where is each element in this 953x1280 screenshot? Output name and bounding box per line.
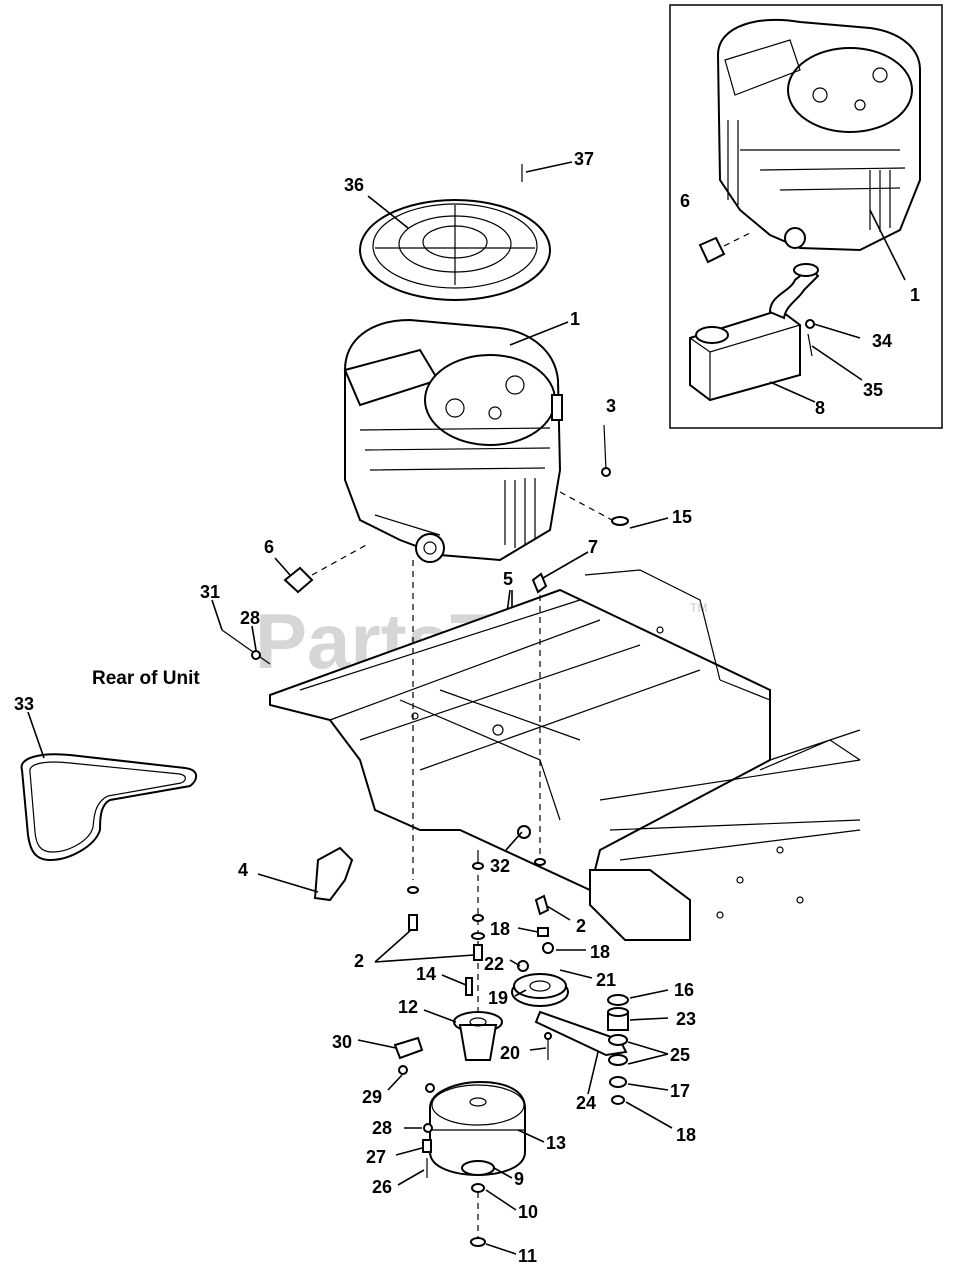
bolt-32 bbox=[505, 831, 523, 851]
callout-5: 5 bbox=[503, 569, 513, 589]
callout-15: 15 bbox=[672, 507, 692, 527]
rear-of-unit-label: Rear of Unit bbox=[92, 668, 200, 689]
inset-frame bbox=[669, 4, 943, 429]
idler-stack bbox=[607, 989, 673, 1129]
muffler-inset: 6 1 34 35 8 bbox=[669, 4, 943, 429]
bolt-3 bbox=[601, 424, 611, 477]
callout-6: 6 bbox=[264, 537, 274, 557]
callout-7: 7 bbox=[588, 537, 598, 557]
engine bbox=[343, 318, 569, 563]
callout-36: 36 bbox=[344, 175, 364, 195]
callout-18-top: 18 bbox=[490, 919, 510, 939]
callout-16: 16 bbox=[674, 980, 694, 1000]
callout-28: 28 bbox=[240, 608, 260, 628]
callout-21: 21 bbox=[596, 970, 616, 990]
inset-fitting bbox=[698, 231, 753, 264]
bracket-7 bbox=[531, 551, 589, 594]
inset-screw bbox=[805, 319, 815, 357]
callout-9: 9 bbox=[514, 1169, 524, 1189]
washer-15 bbox=[559, 491, 669, 529]
shaft-stack bbox=[441, 850, 485, 1015]
callout-20: 20 bbox=[500, 1043, 520, 1063]
bolts-2 bbox=[374, 886, 475, 963]
callout-18-bottom: 18 bbox=[676, 1125, 696, 1145]
spindle-12 bbox=[423, 1009, 503, 1061]
inset-callout-8: 8 bbox=[815, 398, 825, 418]
bolt-31-28 bbox=[211, 599, 271, 665]
bolts-right bbox=[509, 858, 586, 972]
callout-1: 1 bbox=[570, 309, 580, 329]
callout-27: 27 bbox=[366, 1147, 386, 1167]
inset-callout-35: 35 bbox=[863, 380, 883, 400]
callout-28-lower: 28 bbox=[372, 1118, 392, 1138]
callout-10: 10 bbox=[518, 1202, 538, 1222]
callout-18-mid: 18 bbox=[590, 942, 610, 962]
washer-29 bbox=[387, 1065, 435, 1093]
inset-callout-6: 6 bbox=[680, 191, 690, 211]
callout-4: 4 bbox=[238, 860, 248, 880]
callout-11: 11 bbox=[518, 1246, 537, 1266]
inset-callout-34: 34 bbox=[872, 331, 892, 351]
pulley-19 bbox=[511, 969, 593, 1007]
drive-belt bbox=[20, 711, 198, 862]
muffler bbox=[689, 263, 820, 402]
callout-25: 25 bbox=[670, 1045, 690, 1065]
callout-2-left: 2 bbox=[354, 951, 364, 971]
callout-2-right: 2 bbox=[576, 916, 586, 936]
callout-19: 19 bbox=[488, 988, 508, 1008]
callout-3: 3 bbox=[606, 396, 616, 416]
mower-frame bbox=[269, 560, 861, 941]
callout-30: 30 bbox=[332, 1032, 352, 1052]
callout-14: 14 bbox=[416, 964, 436, 984]
callout-13: 13 bbox=[546, 1133, 566, 1153]
callout-24: 24 bbox=[576, 1093, 596, 1113]
engine-cover bbox=[359, 195, 551, 301]
callout-26: 26 bbox=[372, 1177, 392, 1197]
idler-arm-24 bbox=[534, 1010, 628, 1095]
bracket-4 bbox=[257, 846, 354, 902]
watermark-trademark: TM bbox=[690, 601, 707, 615]
clutch-hardware bbox=[395, 1123, 433, 1186]
callout-32: 32 bbox=[490, 856, 510, 876]
callout-22: 22 bbox=[484, 954, 504, 974]
clutch-13 bbox=[429, 1080, 545, 1177]
inset-engine bbox=[716, 18, 921, 252]
callout-33: 33 bbox=[14, 694, 34, 714]
callout-29: 29 bbox=[362, 1087, 382, 1107]
pin-37 bbox=[521, 161, 573, 182]
callout-37: 37 bbox=[574, 149, 594, 169]
plate-30 bbox=[357, 1036, 424, 1060]
callout-17: 17 bbox=[670, 1081, 690, 1101]
callout-31: 31 bbox=[200, 582, 220, 602]
fitting-6 bbox=[274, 543, 369, 594]
callout-12: 12 bbox=[398, 997, 418, 1017]
bolt-20 bbox=[529, 1032, 552, 1060]
inset-callout-1: 1 bbox=[910, 285, 920, 305]
bottom-hardware bbox=[461, 1160, 517, 1255]
callout-23: 23 bbox=[676, 1009, 696, 1029]
